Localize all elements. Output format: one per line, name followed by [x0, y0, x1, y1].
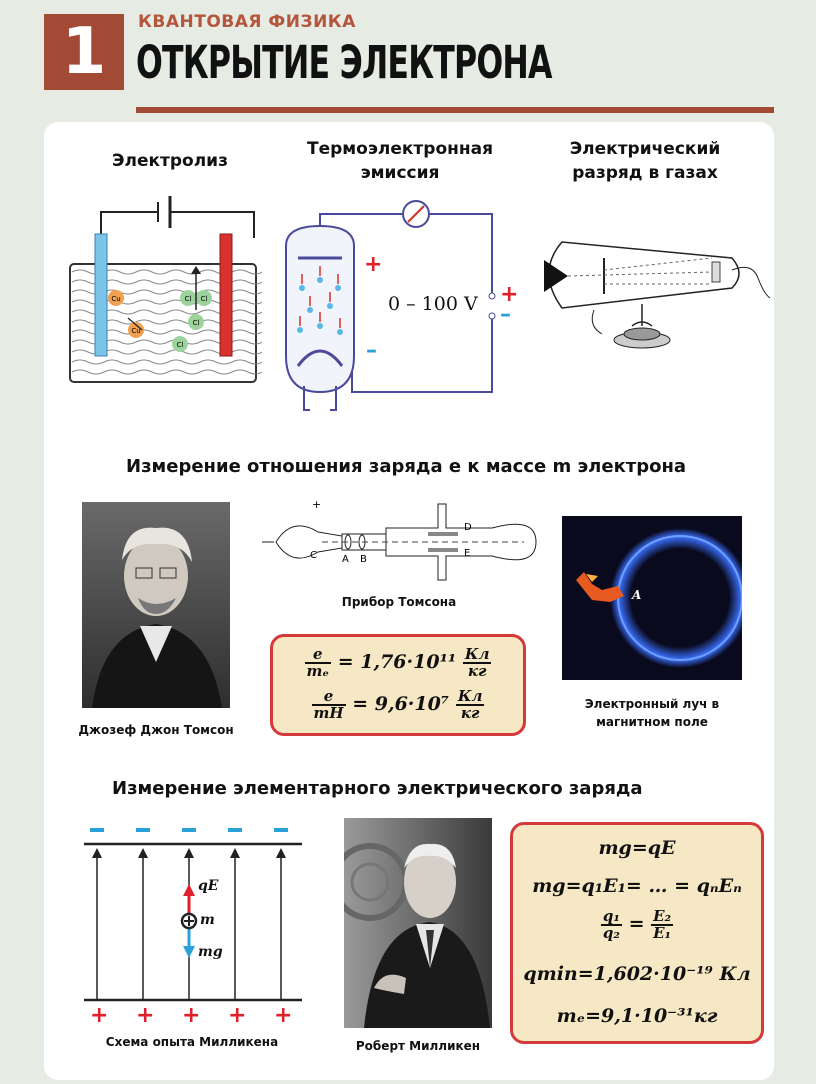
device-caption: Прибор Томсона	[341, 595, 457, 609]
thomson-photo	[82, 502, 230, 708]
thermo-label-1: Термоэлектронная	[306, 139, 494, 159]
device-letter-c: C	[310, 550, 317, 561]
force-mg-label: mg	[198, 944, 223, 960]
thermo-minus-sign: –	[366, 338, 377, 363]
beam-letter-a: A	[632, 588, 642, 602]
electrolysis-label: Электролиз	[112, 151, 228, 171]
page-title: ОТКРЫТИЕ ЭЛЕКТРОНА	[136, 36, 552, 89]
voltage-label: 0 – 100 V	[388, 293, 478, 315]
thermo-plus-sign: +	[364, 252, 383, 277]
millikan-caption: Роберт Милликен	[355, 1039, 481, 1053]
subject-label: КВАНТОВАЯ ФИЗИКА	[138, 12, 356, 32]
ion-cu-2: Cu	[131, 327, 140, 335]
eq-electron-mass: mₑ=9,1·10⁻³¹кг	[556, 1005, 718, 1027]
discharge-label-1: Электрический	[569, 139, 721, 159]
charge-heading: Измерение элементарного электрического з…	[112, 778, 643, 799]
svg-text:+: +	[274, 1003, 292, 1024]
millikan-scheme: + + + + +	[84, 828, 302, 1024]
electrolysis-diagram: Cu Cu Cl Cl Cl Cl	[69, 196, 262, 383]
thomson-apparatus: + C A B D E	[262, 498, 537, 581]
scheme-caption: Схема опыта Милликена	[105, 1035, 279, 1049]
force-qe-label: qE	[198, 878, 219, 894]
mass-label: m	[200, 912, 215, 928]
millikan-photo	[344, 818, 492, 1028]
svg-text:+: +	[136, 1003, 154, 1024]
eq-qmin: qmin=1,602·10⁻¹⁹ Кл	[523, 963, 751, 985]
ion-cu-1: Cu	[111, 295, 120, 303]
ion-cl-4: Cl	[177, 341, 184, 349]
title-underline	[136, 107, 774, 113]
ion-cl-3: Cl	[193, 319, 200, 327]
em-ratio-heading: Измерение отношения заряда e к массе m э…	[126, 456, 687, 477]
svg-text:+: +	[312, 498, 321, 511]
ion-cl-1: Cl	[185, 295, 192, 303]
device-letter-b: B	[360, 554, 367, 565]
eq-chain: mg=q₁E₁= … = qₙEₙ	[532, 875, 742, 897]
section-number: 1	[44, 14, 124, 90]
thermo-label-2: эмиссия	[360, 163, 440, 183]
discharge-tube-diagram	[544, 241, 771, 349]
thomson-caption: Джозеф Джон Томсон	[78, 723, 234, 737]
ion-cl-2: Cl	[201, 295, 208, 303]
svg-text:+: +	[182, 1003, 200, 1024]
device-letter-d: D	[464, 522, 472, 533]
beam-caption-1: Электронный луч в	[584, 697, 720, 711]
source-minus-sign: –	[500, 302, 511, 327]
thermionic-diagram	[285, 200, 496, 411]
source-plus-sign: +	[500, 282, 519, 307]
discharge-label-2: разряд в газах	[572, 163, 718, 183]
svg-text:+: +	[228, 1003, 246, 1024]
eq-mg-qe: mg=qE	[598, 837, 676, 859]
svg-text:+: +	[90, 1003, 108, 1024]
device-letter-e: E	[464, 548, 470, 559]
electron-beam-photo: A	[562, 516, 742, 680]
device-letter-a: A	[342, 554, 349, 565]
beam-caption-2: магнитном поле	[596, 715, 708, 729]
